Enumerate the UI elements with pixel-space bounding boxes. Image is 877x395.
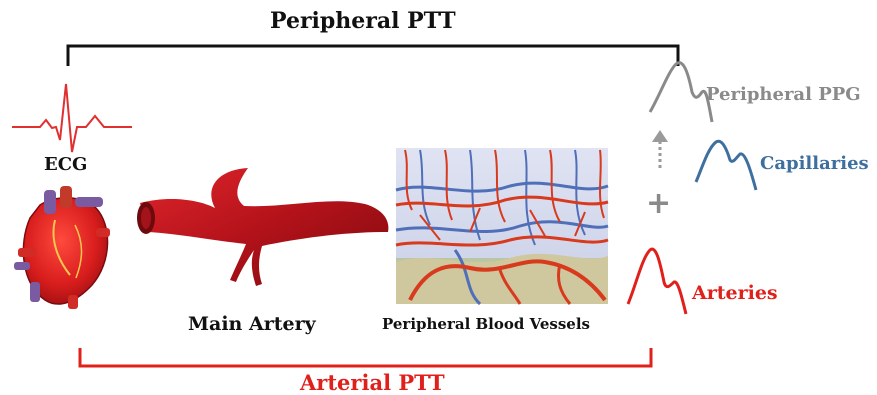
heart-icon: [14, 186, 110, 309]
arterial-ptt-bracket: [80, 348, 651, 366]
dotted-arrow-icon: [652, 130, 668, 168]
peripheral-blood-vessels-label: Peripheral Blood Vessels: [382, 315, 590, 333]
main-artery-label: Main Artery: [188, 313, 316, 335]
capillary-waveform-icon: [696, 141, 756, 190]
capillaries-label: Capillaries: [760, 153, 869, 174]
artery-waveform-icon: [628, 249, 686, 314]
ppg-waveform-icon: [650, 63, 712, 122]
arteries-label: Arteries: [692, 282, 778, 304]
peripheral-ptt-label: Peripheral PTT: [270, 8, 456, 34]
peripheral-ptt-bracket: [68, 46, 678, 66]
peripheral-ppg-label: Peripheral PPG: [706, 84, 861, 105]
artery-icon: [137, 168, 388, 286]
vessel-network-icon: [396, 148, 608, 304]
ecg-waveform-icon: [12, 84, 132, 152]
ecg-label: ECG: [44, 154, 87, 175]
arterial-ptt-label: Arterial PTT: [300, 370, 445, 395]
plus-sign: +: [646, 186, 671, 221]
